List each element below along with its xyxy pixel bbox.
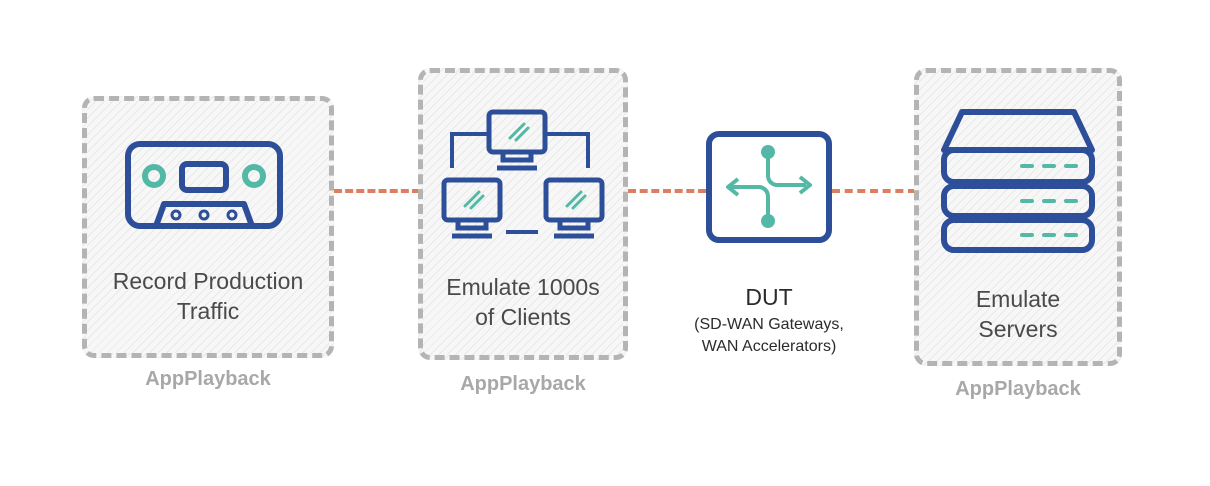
servers-node-caption: AppPlayback bbox=[955, 378, 1081, 400]
servers-node-label: Emulate Servers bbox=[914, 284, 1122, 344]
clients-node-label: Emulate 1000s of Clients bbox=[418, 272, 628, 332]
dut-title: DUT bbox=[745, 284, 793, 310]
computer-network-icon bbox=[441, 109, 605, 239]
server-stack-icon bbox=[941, 109, 1095, 253]
record-node-caption: AppPlayback bbox=[145, 368, 271, 390]
dut-subtitle: (SD-WAN Gateways, WAN Accelerators) bbox=[656, 314, 882, 358]
dut-subtitle-line2: WAN Accelerators) bbox=[701, 338, 837, 355]
cassette-tape-icon bbox=[125, 141, 283, 229]
dut-subtitle-line1: (SD-WAN Gateways, bbox=[694, 316, 844, 333]
clients-label-line2: of Clients bbox=[475, 304, 571, 330]
record-label-line2: Traffic bbox=[176, 298, 240, 324]
servers-label-line2: Servers bbox=[978, 316, 1058, 342]
clients-node-box bbox=[418, 68, 628, 360]
connector-dut-to-servers bbox=[832, 189, 916, 193]
servers-label-line1: Emulate bbox=[975, 286, 1061, 312]
router-icon bbox=[706, 131, 832, 243]
clients-label-line1: Emulate 1000s bbox=[446, 274, 600, 300]
record-node-label: Record Production Traffic bbox=[82, 266, 334, 326]
connector-clients-to-dut bbox=[628, 189, 706, 193]
connector-record-to-clients bbox=[334, 189, 420, 193]
record-label-line1: Record Production bbox=[112, 268, 304, 294]
clients-node-caption: AppPlayback bbox=[460, 373, 586, 395]
